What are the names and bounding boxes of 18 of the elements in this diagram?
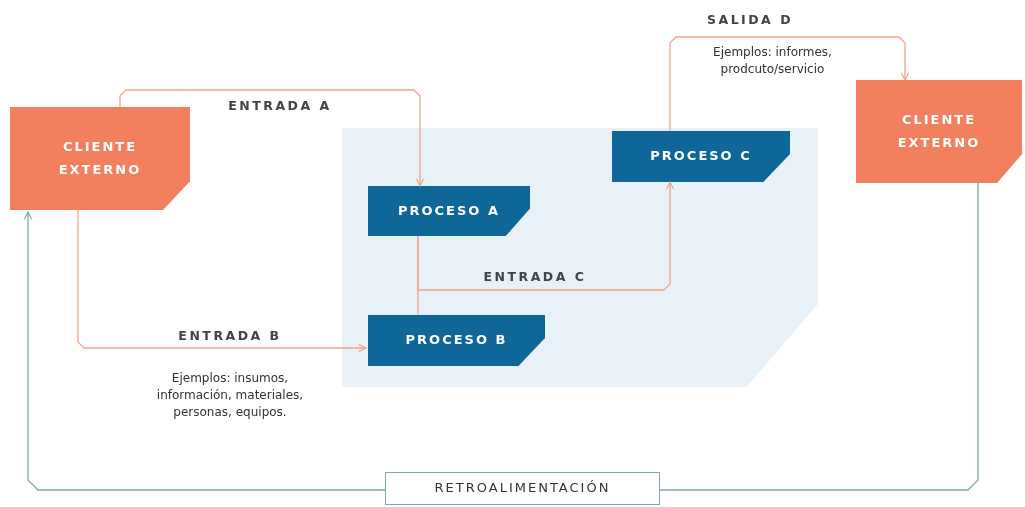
node-label: PROCESO A (398, 201, 500, 220)
process-box (368, 186, 530, 236)
connector-arrow (417, 181, 675, 291)
feedback-box (385, 472, 660, 505)
node-label: RETROALIMENTACIÓN (434, 479, 611, 498)
panel-background (342, 128, 818, 387)
process-box (368, 315, 545, 366)
process-box (612, 131, 790, 182)
client-box (10, 107, 190, 210)
connector-arrow (23, 211, 386, 491)
connector-arrow (77, 209, 367, 353)
connector-arrow (669, 36, 910, 132)
connector-arrow (119, 89, 425, 187)
node-label: CLIENTE EXTERNO (896, 111, 982, 152)
client-box (856, 80, 1022, 183)
node-label: CLIENTE EXTERNO (57, 138, 143, 179)
node-label: PROCESO C (650, 147, 752, 166)
node-label: PROCESO B (405, 331, 508, 350)
